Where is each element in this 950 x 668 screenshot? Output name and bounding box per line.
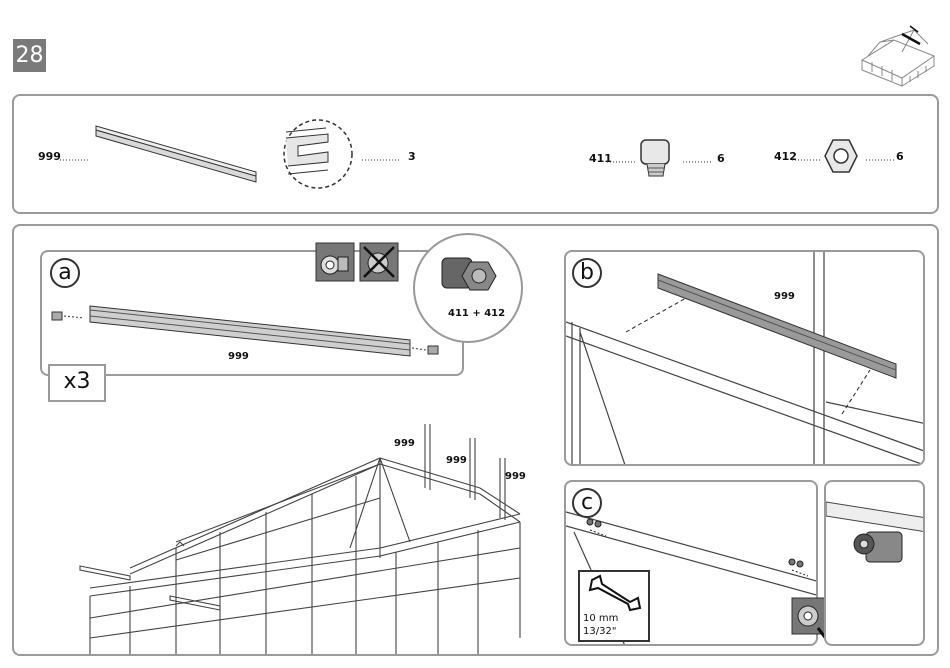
cross-icon <box>360 243 398 281</box>
nut-412-icon <box>823 138 859 174</box>
panel-b <box>564 250 925 466</box>
dotted-leader <box>362 158 402 162</box>
profile-999-assembly <box>50 300 450 360</box>
nut-with-bolt-icon <box>316 243 354 281</box>
panel-c-letter: c <box>572 488 602 518</box>
profile-detail-icon <box>278 118 358 190</box>
main-label-999-1: 999 <box>394 438 415 449</box>
main-label-999-2: 999 <box>446 455 467 466</box>
panel-b-profile-label: 999 <box>774 291 795 302</box>
panel-a-profile-label: 999 <box>228 351 249 362</box>
dotted-leader <box>866 158 896 162</box>
panel-detail <box>824 480 925 646</box>
panel-b-letter: b <box>572 258 602 288</box>
hardware-detail-icon <box>412 232 524 344</box>
part-412-qty: 6 <box>896 150 904 163</box>
frame-illustration-b <box>566 252 925 466</box>
wrench-size-mm: 10 mm <box>583 613 618 624</box>
wrench-size-in: 13/32" <box>583 626 616 637</box>
greenhouse-icon <box>858 26 938 86</box>
dotted-leader <box>607 160 637 164</box>
dotted-leader <box>792 158 822 162</box>
bolt-detail-illustration <box>826 482 925 646</box>
multiplier-badge: x3 <box>48 364 106 402</box>
part-411-qty: 6 <box>717 152 725 165</box>
bolt-411-icon <box>637 136 681 180</box>
wrench-icon <box>586 574 642 612</box>
greenhouse-frame-illustration <box>80 418 560 654</box>
main-label-999-3: 999 <box>505 471 526 482</box>
profile-999-icon <box>60 124 260 184</box>
step-number: 28 <box>13 39 46 72</box>
dotted-leader <box>683 160 713 164</box>
part-999-code: 999 <box>38 150 61 163</box>
panel-a-letter: a <box>50 258 80 288</box>
part-999-qty: 3 <box>408 150 416 163</box>
hardware-label: 411 + 412 <box>448 308 505 319</box>
